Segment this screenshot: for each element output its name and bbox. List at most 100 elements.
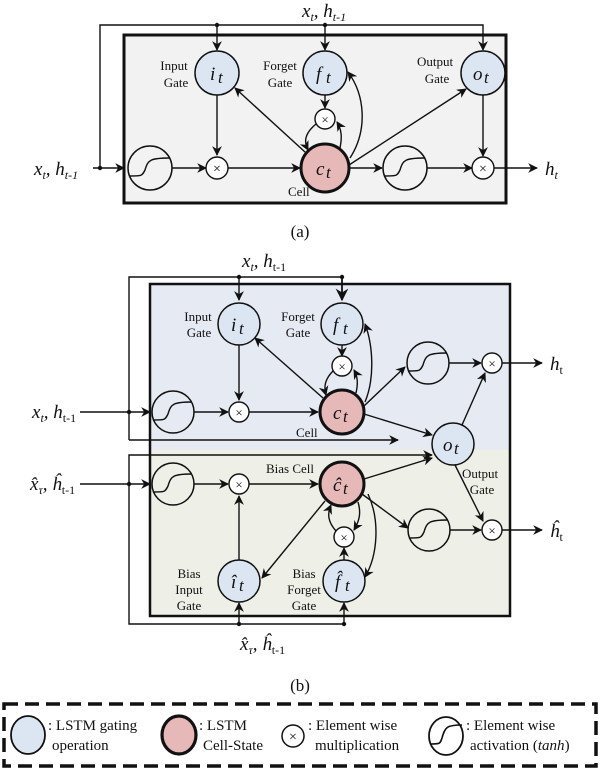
- wire: [234, 87, 306, 153]
- wire: [363, 366, 406, 407]
- svg-text:t: t: [326, 163, 332, 182]
- forget-gate: f t Forget Gate: [281, 302, 364, 346]
- svg-text:Forget: Forget: [281, 309, 315, 324]
- wire: [353, 501, 363, 531]
- legend: : LSTM gating operation : LSTM Cell-Stat…: [2, 702, 598, 768]
- junction-dot: [339, 274, 345, 280]
- svg-text:operation: operation: [52, 738, 109, 754]
- svg-text:c: c: [316, 159, 325, 180]
- svg-text:×: ×: [488, 523, 495, 538]
- svg-text:activation (tanh): activation (tanh): [470, 738, 570, 754]
- svg-text:×: ×: [213, 162, 221, 177]
- legend-item-multiplication: × : Element wise multiplication: [281, 718, 400, 754]
- wire: [254, 337, 324, 399]
- wire: [364, 493, 377, 578]
- svg-text:t: t: [239, 576, 245, 595]
- tanh-activation-icon: [428, 716, 464, 756]
- svg-text:×: ×: [488, 356, 495, 371]
- wire: [128, 450, 433, 486]
- multiply-icon: ×: [481, 519, 503, 541]
- panel-b: xt, ht-1 xt, ht-1 × i t Input Gate f t: [29, 251, 564, 695]
- svg-text:Input: Input: [175, 582, 203, 597]
- svg-text:Output: Output: [462, 466, 499, 481]
- svg-text:Gate: Gate: [292, 598, 317, 613]
- multiply-icon: ×: [228, 473, 250, 495]
- wire: [348, 88, 467, 166]
- svg-text:t: t: [239, 319, 245, 338]
- panel-b-bias-output-label: ĥt: [550, 520, 564, 544]
- wire: [128, 486, 344, 625]
- input-gate: i t Input Gate: [184, 302, 261, 346]
- bias-cell-state: ĉ t Bias Cell: [266, 460, 366, 508]
- svg-text:Forget: Forget: [287, 582, 321, 597]
- multiply-icon: ×: [481, 352, 503, 374]
- bias-input-gate: î t Bias Input Gate: [175, 559, 261, 613]
- svg-text:t: t: [343, 407, 349, 426]
- svg-text:×: ×: [235, 405, 242, 420]
- svg-text:f: f: [333, 315, 341, 336]
- svg-text:Gate: Gate: [425, 71, 450, 86]
- legend-border: [2, 702, 598, 768]
- wire: [363, 323, 373, 403]
- wire: [347, 71, 363, 159]
- cell-state: c t Cell: [296, 388, 366, 440]
- svg-text:Cell: Cell: [288, 184, 310, 199]
- junction-dot: [236, 274, 242, 280]
- junction-dot: [322, 22, 328, 28]
- forget-gate: f t Forget Gate: [263, 50, 348, 96]
- multiply-icon: ×: [331, 355, 353, 377]
- svg-text:t: t: [326, 68, 332, 87]
- svg-text:Output: Output: [417, 54, 454, 69]
- panel-a: xt, ht-1 xt, ht-1 × i t Input Gate f t: [33, 1, 559, 241]
- svg-text:t: t: [454, 439, 460, 458]
- svg-text:Gate: Gate: [268, 75, 293, 90]
- wire: [261, 500, 326, 579]
- junction-dot: [236, 621, 242, 627]
- multiply-icon: ×: [471, 156, 495, 180]
- svg-text:c: c: [333, 403, 342, 424]
- wire: [363, 413, 433, 438]
- output-gate: o t Output Gate: [431, 422, 499, 497]
- svg-text:Gate: Gate: [164, 75, 189, 90]
- panel-a-output-label: ht: [545, 159, 559, 182]
- svg-text:Gate: Gate: [187, 325, 212, 340]
- input-gate: i t Input Gate: [160, 50, 240, 96]
- svg-text:f̂: f̂: [335, 571, 344, 593]
- panel-b-output-label: ht: [550, 354, 564, 377]
- svg-text:: Element wise: : Element wise: [466, 718, 555, 734]
- legend-item-cell-state: : LSTM Cell-State: [160, 714, 263, 756]
- svg-text:Bias Cell: Bias Cell: [266, 461, 314, 476]
- svg-text:: Element wise: : Element wise: [308, 718, 397, 734]
- input-wire-top: [99, 24, 488, 168]
- bias-forget-gate: f̂ t Bias Forget Gate: [287, 559, 366, 613]
- multiply-icon: ×: [314, 108, 336, 130]
- wire: [299, 123, 317, 151]
- svg-text:Input: Input: [184, 309, 212, 324]
- svg-text:Cell: Cell: [296, 425, 318, 440]
- svg-text:×: ×: [479, 162, 487, 177]
- svg-text:t: t: [484, 68, 490, 87]
- panel-b-bias-left-input-label: x̂τ, ĥt-1: [29, 473, 75, 497]
- output-gate: o t Output Gate: [417, 50, 506, 96]
- svg-text:t: t: [345, 576, 351, 595]
- wire: [128, 276, 342, 410]
- svg-text:×: ×: [338, 359, 345, 374]
- svg-text:Bias: Bias: [292, 566, 315, 581]
- svg-text:o: o: [473, 64, 483, 85]
- panel-b-box: [148, 282, 512, 618]
- svg-text:Input: Input: [160, 58, 188, 73]
- cell-circle-icon: [160, 714, 198, 756]
- svg-text:Forget: Forget: [263, 58, 297, 73]
- wire: [318, 370, 334, 396]
- svg-text:t: t: [343, 319, 349, 338]
- svg-text:Cell-State: Cell-State: [203, 738, 263, 754]
- wire: [353, 369, 363, 394]
- panel-b-left-input-label: xt, ht-1: [31, 402, 76, 425]
- wire: [336, 121, 346, 149]
- panel-b-caption: (b): [290, 676, 310, 695]
- panel-b-top-input-label: xt, ht-1: [241, 251, 286, 274]
- svg-text:t: t: [343, 479, 349, 498]
- svg-text:t: t: [218, 68, 224, 87]
- svg-text:multiplication: multiplication: [315, 738, 400, 754]
